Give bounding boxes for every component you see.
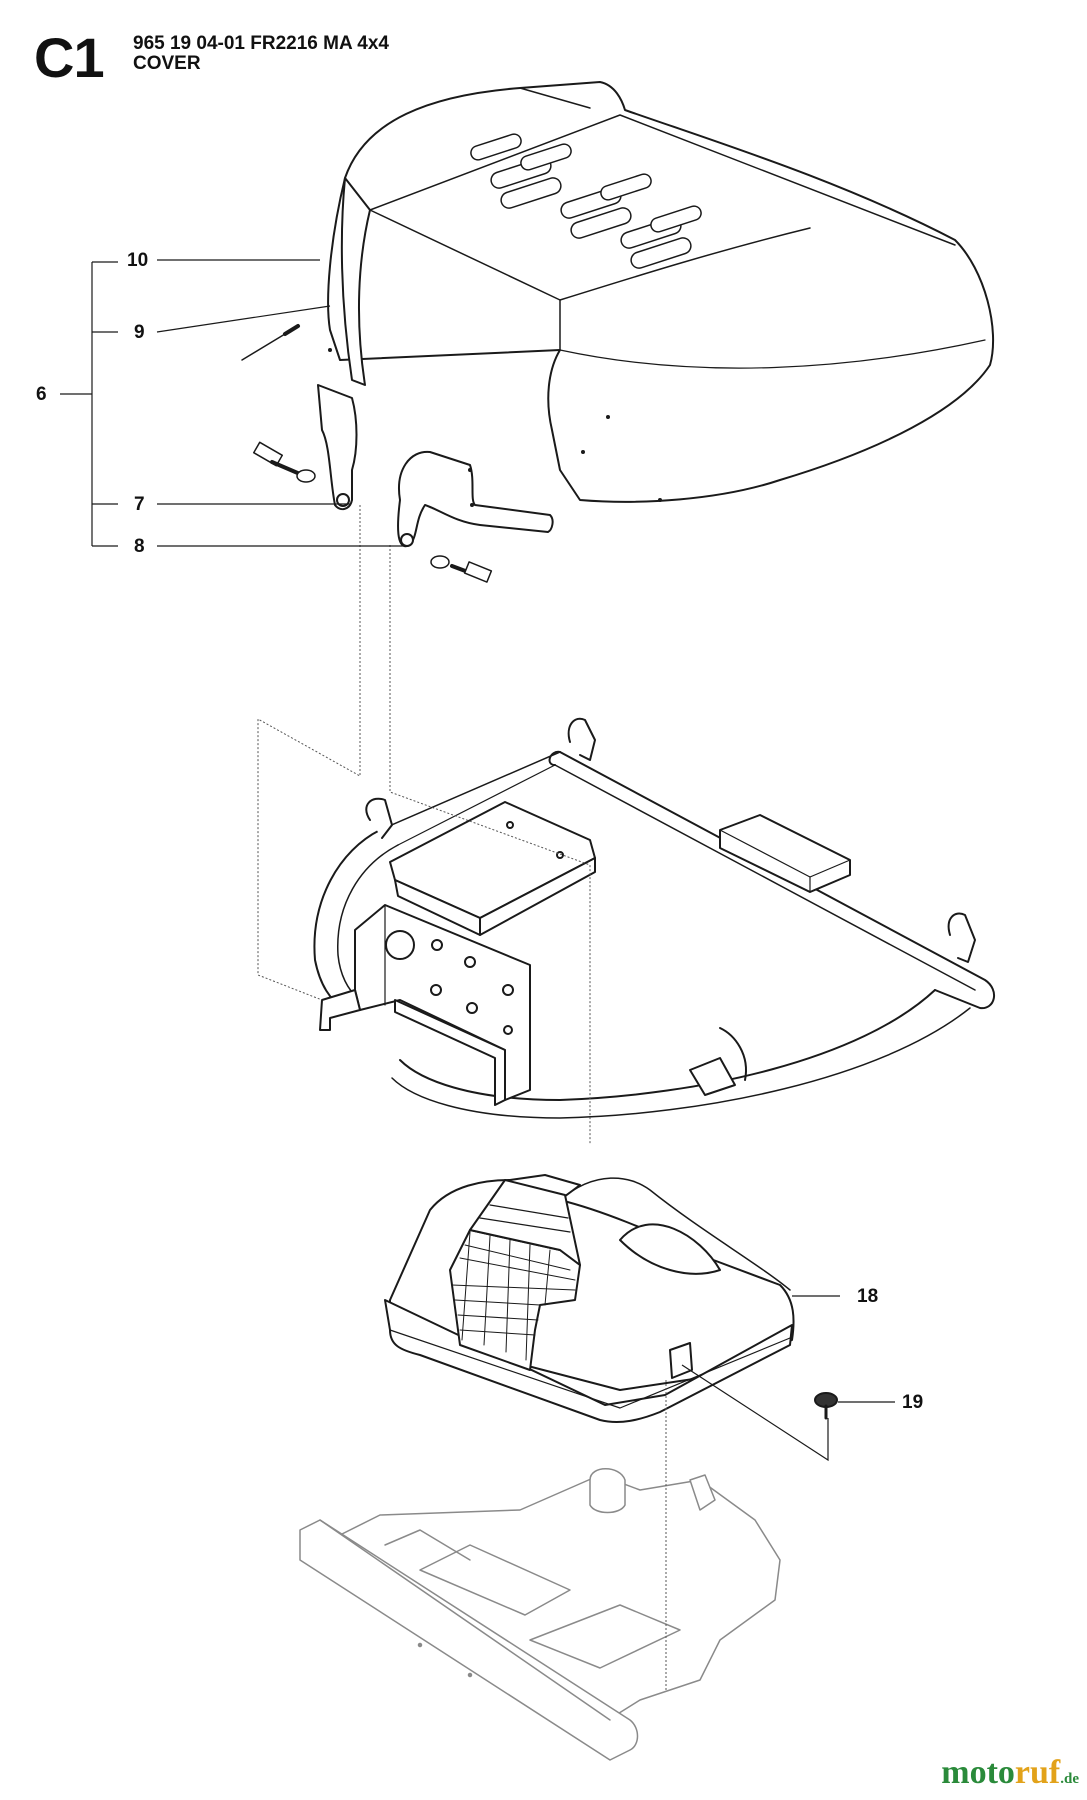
callout-19: 19	[902, 1392, 924, 1413]
part-number-title: 965 19 04-01 FR2216 MA 4x4	[133, 33, 389, 54]
callout-7: 7	[134, 494, 145, 515]
bolt-with-washer-left	[252, 441, 316, 483]
bolt-with-washer-right	[430, 555, 493, 583]
hood-cover	[327, 81, 994, 503]
callout-10: 10	[127, 250, 149, 271]
mounting-plate	[389, 801, 596, 936]
hinge-bracket-part-8	[397, 450, 554, 548]
callout-9: 9	[134, 322, 145, 343]
hood-vents	[470, 133, 702, 269]
support-frame	[313, 717, 995, 1119]
section-code: C1	[34, 26, 105, 89]
screw-part-19	[814, 1392, 838, 1420]
callout-18: 18	[857, 1286, 879, 1307]
pin-part-9	[241, 324, 300, 361]
hinge-bracket-part-7	[317, 384, 358, 511]
leader-lines	[60, 259, 895, 1462]
projection-lines	[257, 505, 667, 1690]
engine-base-frame	[299, 1468, 781, 1761]
steering-bracket	[319, 904, 531, 1106]
engine-cover-part-18	[384, 1174, 795, 1423]
watermark-logo: motoruf.de	[941, 1754, 1079, 1791]
diagram-subtitle: COVER	[133, 53, 201, 74]
callout-8: 8	[134, 536, 145, 557]
callout-6: 6	[36, 384, 47, 405]
